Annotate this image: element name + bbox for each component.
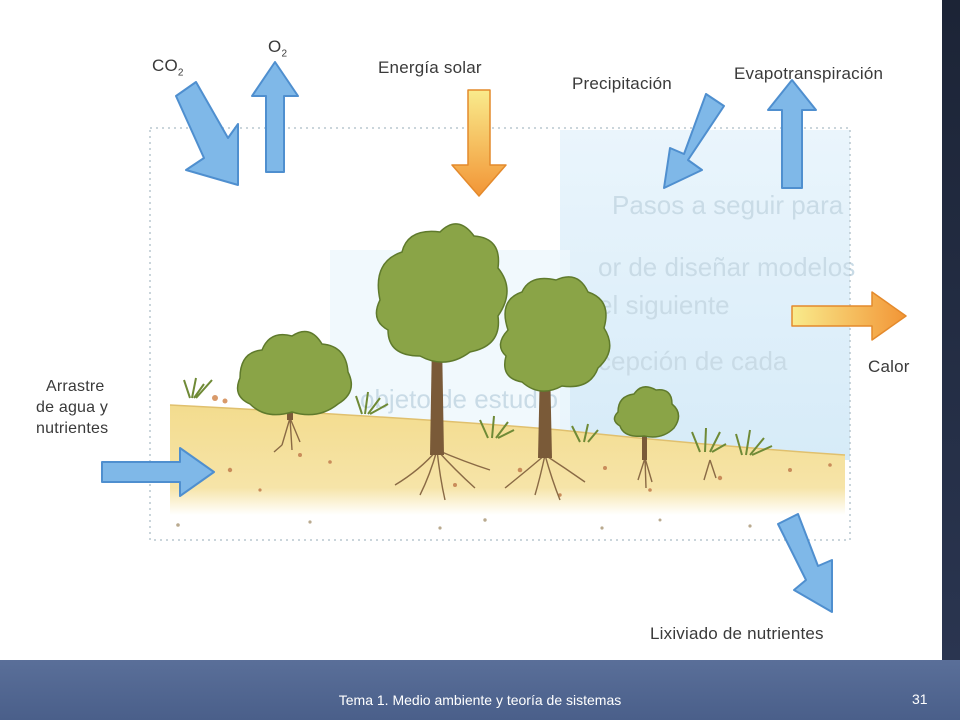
arrastre-arrow — [101, 447, 215, 497]
arrastre-label-line: nutrientes — [36, 420, 109, 437]
arrastre-label-line: de agua y — [36, 399, 109, 416]
precipitation-label: Precipitación — [572, 74, 672, 93]
heat-arrow — [791, 291, 907, 341]
footer-bar — [0, 660, 960, 720]
energy-arrows — [451, 89, 907, 341]
background-text-line: objeto de estudio — [360, 384, 558, 414]
o2-arrow — [251, 61, 299, 173]
background-text-line: cepción de cada — [598, 346, 788, 376]
roots — [273, 417, 717, 501]
co2-label: CO2 — [152, 56, 184, 79]
arrastre-label: Arrastre de agua y nutrientes — [36, 376, 108, 439]
arrastre-label-line: Arrastre — [46, 378, 105, 395]
lixiviado-arrow — [777, 513, 833, 613]
background-text-line: Pasos a seguir para — [612, 190, 844, 220]
o2-label: O2 — [268, 37, 288, 60]
system-boundary — [149, 127, 851, 541]
background-text-line: or de diseñar modelos — [598, 252, 855, 282]
flow-arrows — [101, 61, 833, 613]
solar-energy-label: Energía solar — [378, 58, 482, 77]
heat-label: Calor — [868, 357, 910, 376]
slide-right-edge — [942, 0, 960, 660]
precipitation-arrow — [663, 93, 725, 189]
soil-layer — [170, 405, 845, 515]
background-text: Pasos a seguir para or de diseñar modelo… — [360, 190, 855, 414]
solar-energy-arrow — [451, 89, 507, 197]
co2-arrow — [175, 81, 239, 186]
soil-pebbles — [212, 395, 832, 497]
evapotranspiration-label: Evapotranspiración — [734, 64, 884, 83]
tree-foliage — [236, 223, 680, 438]
background-text-line: el siguiente — [598, 290, 730, 320]
grass-tufts — [183, 377, 773, 456]
evapotranspiration-arrow — [767, 79, 817, 189]
page-number: 31 — [912, 691, 928, 707]
lixiviado-label: Lixiviado de nutrientes — [650, 624, 824, 643]
slide: Pasos a seguir para or de diseñar modelo… — [36, 37, 910, 643]
ecosystem-diagram: Pasos a seguir para or de diseñar modelo… — [101, 61, 907, 613]
footer-title: Tema 1. Medio ambiente y teoría de siste… — [338, 692, 622, 708]
